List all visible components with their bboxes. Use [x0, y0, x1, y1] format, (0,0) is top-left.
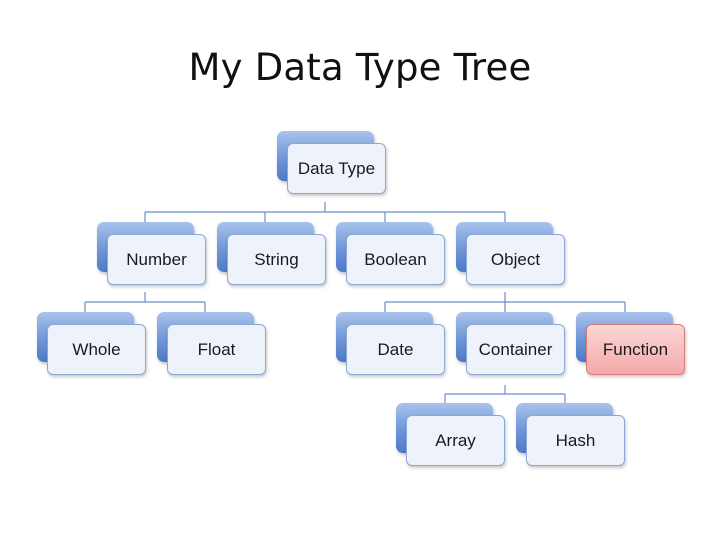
connector-root-level1: [144, 202, 506, 223]
node-label: Array: [406, 415, 505, 466]
connector-container-children: [444, 385, 566, 404]
slide-title: My Data Type Tree: [188, 46, 532, 89]
node-hash: Hash: [516, 403, 626, 466]
node-label: Function: [586, 324, 685, 375]
node-label: Container: [466, 324, 565, 375]
node-boolean: Boolean: [336, 222, 446, 285]
node-label: Float: [167, 324, 266, 375]
node-label: Hash: [526, 415, 625, 466]
node-object: Object: [456, 222, 566, 285]
node-string: String: [217, 222, 327, 285]
connector-number-children: [84, 292, 206, 313]
node-whole: Whole: [37, 312, 147, 375]
node-function: Function: [576, 312, 686, 375]
node-label: Whole: [47, 324, 146, 375]
node-array: Array: [396, 403, 506, 466]
node-container: Container: [456, 312, 566, 375]
node-date: Date: [336, 312, 446, 375]
node-label: Object: [466, 234, 565, 285]
node-label: Date: [346, 324, 445, 375]
node-data-type: Data Type: [277, 131, 387, 194]
node-label: Boolean: [346, 234, 445, 285]
node-label: Data Type: [287, 143, 386, 194]
node-label: String: [227, 234, 326, 285]
node-number: Number: [97, 222, 207, 285]
connector-object-children: [384, 292, 626, 313]
node-float: Float: [157, 312, 267, 375]
node-label: Number: [107, 234, 206, 285]
